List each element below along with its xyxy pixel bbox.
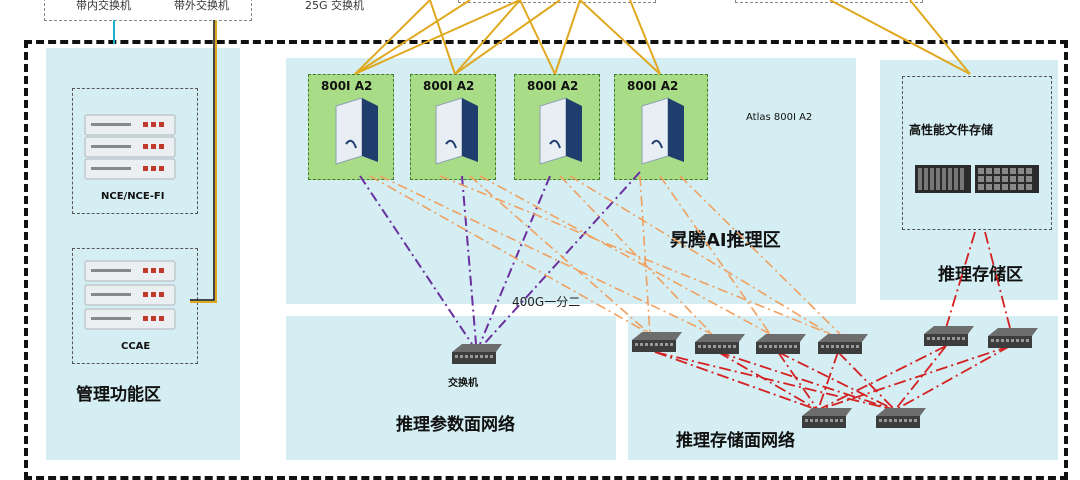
storage-box-label: 高性能文件存储 <box>909 123 994 137</box>
switch-icons <box>452 326 1038 428</box>
top-partial-box-right <box>735 0 923 3</box>
management-zone: NCE/NCE-FI CCAE 管理功能区 <box>46 48 240 460</box>
server-label: 800I A2 <box>321 79 373 93</box>
switch-25g-label: 25G 交换机 <box>305 0 365 12</box>
rack-server-icon <box>84 260 176 330</box>
server-label: 800I A2 <box>423 79 475 93</box>
ccae-box: CCAE <box>72 248 198 364</box>
param-network-zone: 交换机 推理参数面网络 <box>286 316 616 460</box>
storage-box: 高性能文件存储 <box>902 76 1052 230</box>
nce-box: NCE/NCE-FI <box>72 88 198 214</box>
atlas-model-label: Atlas 800I A2 <box>746 112 813 123</box>
ccae-label: CCAE <box>121 341 151 352</box>
storage-network-title: 推理存储面网络 <box>676 431 795 451</box>
management-zone-title: 管理功能区 <box>76 385 161 405</box>
storage-array-icon <box>915 165 1039 193</box>
outband-switch-label: 带外交换机 <box>174 0 229 12</box>
connection-diagram <box>113 0 1038 428</box>
inband-switch-label: 带内交换机 <box>76 0 131 12</box>
link-400g-label: 400G一分二 <box>512 295 581 309</box>
top-switch-box <box>44 0 252 21</box>
param-network-title: 推理参数面网络 <box>396 415 515 435</box>
storage-zone-title: 推理存储区 <box>938 265 1023 285</box>
inference-zone-title: 昇腾AI推理区 <box>670 230 781 251</box>
server-label: 800I A2 <box>627 79 679 93</box>
server-tower-icons <box>335 97 684 165</box>
rack-server-icon <box>84 114 176 180</box>
param-switch-label: 交换机 <box>448 378 478 389</box>
nce-label: NCE/NCE-FI <box>101 191 165 202</box>
storage-zone: 高性能文件存储 推理存储区 <box>880 60 1058 300</box>
server-label: 800I A2 <box>527 79 579 93</box>
